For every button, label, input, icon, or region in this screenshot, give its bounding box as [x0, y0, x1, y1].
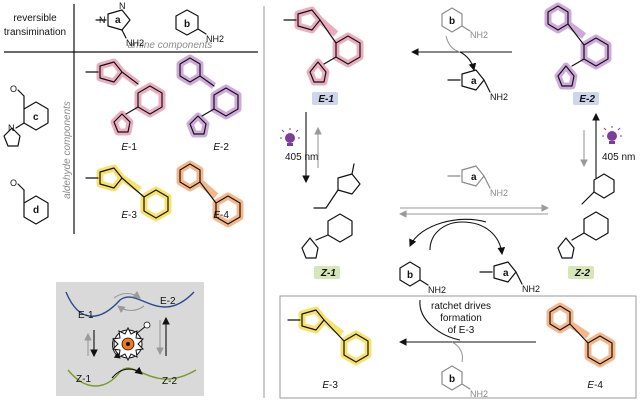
scheme-z1-label-highlight [314, 266, 340, 279]
top-amine-a-nh2: NH2 [490, 92, 508, 102]
energy-z2-label: Z-2 [162, 376, 177, 387]
product-e3-prefix: E [121, 210, 128, 221]
right-bulb-icon [602, 126, 622, 144]
ratchet-curve [419, 299, 461, 341]
ratchet-text-line2: formation [440, 313, 482, 324]
top-amine-b-nh2: NH2 [470, 30, 488, 40]
ratchet-text-line3: of E-3 [448, 325, 475, 336]
amine-a-nh2: NH2 [126, 38, 144, 48]
right-light-label: 405 nm [602, 152, 635, 163]
product-e2-highlight [176, 54, 242, 138]
scheme-e1-prefix: E [318, 94, 325, 105]
scheme-e3-prefix: E [322, 380, 329, 391]
scheme-z2: Z -2 [557, 173, 615, 279]
scheme-z1-num: -1 [327, 268, 336, 279]
amine-a-n1: N [99, 15, 106, 25]
corner-label-line1: reversible [13, 13, 57, 24]
scheme-e3: E -3 [287, 306, 372, 391]
mid-amine-a-letter: a [471, 172, 477, 183]
left-photo-step: 405 nm [280, 112, 322, 184]
product-e1-num: -1 [128, 142, 137, 153]
aldehyde-c-letter: c [33, 112, 39, 123]
box-amine-b-nh2: NH2 [470, 389, 488, 399]
aldehyde-d-o: O [10, 178, 17, 188]
bottom-exchange-box [279, 295, 637, 399]
product-e2-prefix: E [213, 142, 220, 153]
left-bulb-icon [280, 128, 300, 146]
amine-a-structure: N N a NH2 [95, 1, 144, 48]
transimination-table: reversible transimination amine componen… [3, 1, 258, 234]
middle-exchange: a NH2 [398, 165, 550, 256]
product-e2: E -2 [176, 54, 242, 153]
top-exchange: b NH2 a NH2 [410, 7, 512, 102]
aldehyde-c-n: N [8, 123, 15, 133]
energy-e2-label: E-2 [160, 296, 176, 307]
product-e4: E -4 [176, 160, 244, 228]
scheme-e2-prefix: E [579, 94, 586, 105]
scheme-e4-num: -4 [594, 380, 603, 391]
box-amine-b-letter: b [449, 374, 455, 385]
product-e1-highlight [96, 58, 166, 136]
aldehyde-c-o: O [10, 84, 17, 94]
ratchet-cycle-arrow-right [429, 221, 506, 256]
amine-a-n2: N [119, 1, 126, 11]
lower-well-curve [67, 367, 197, 387]
scheme-e1-num: -1 [325, 94, 334, 105]
bottom-amine-a-nh2: NH2 [522, 284, 540, 294]
energy-e1-e2-arrow [113, 290, 141, 299]
scheme-z1: Z -1 [301, 163, 361, 279]
bottom-amine-b-nh2: NH2 [428, 285, 446, 295]
scheme-z2-prefix: Z [574, 268, 582, 279]
upper-well-curve [65, 291, 195, 317]
scheme-e4-prefix: E [587, 380, 594, 391]
product-e3-num: -3 [128, 210, 137, 221]
product-e1-prefix: E [121, 142, 128, 153]
scheme-e3-num: -3 [329, 380, 338, 391]
product-e1: E -1 [85, 58, 166, 153]
scheme-e1-label-highlight [312, 92, 338, 105]
ratchet-wheel-icon [111, 321, 151, 362]
amine-b-letter: b [184, 19, 190, 30]
energy-landscape-panel: E-1 E-2 Z-1 Z-2 [56, 282, 204, 396]
scheme-z1-prefix: Z [320, 268, 328, 279]
product-e4-prefix: E [213, 210, 220, 221]
scheme-e2-num: -2 [586, 94, 595, 105]
right-photo-step: 405 nm [580, 112, 635, 178]
amine-b-structure: b NH2 [175, 9, 224, 44]
energy-z1-z2-arrow [111, 366, 143, 379]
ratchet-text-line1: ratchet drives [431, 301, 491, 312]
product-e3: E -3 [85, 164, 172, 222]
energy-e1-label: E-1 [78, 310, 94, 321]
aldehyde-d-letter: d [33, 205, 39, 216]
scheme-e1: E -1 [283, 6, 364, 105]
top-amine-b-letter: b [449, 16, 455, 27]
scheme-e2-label-highlight [573, 92, 599, 105]
bottom-amine-a-letter: a [503, 268, 509, 279]
amine-b-nh2: NH2 [206, 34, 224, 44]
scheme-e4: E -4 [546, 302, 616, 391]
reaction-scheme: E -1 E -2 b NH2 [279, 2, 637, 399]
top-amine-a-letter: a [471, 76, 477, 87]
bottom-cycle-amines: b NH2 a NH2 [399, 261, 540, 295]
product-e2-num: -2 [220, 142, 229, 153]
amine-components-label: amine components [128, 40, 213, 51]
product-e4-highlight [176, 160, 244, 228]
ratchet-cycle-arrow-left [409, 218, 487, 248]
aldehyde-c-structure: O N c [3, 84, 49, 147]
scheme-e2: E -2 [544, 2, 612, 105]
product-e4-num: -4 [220, 210, 229, 221]
energy-e2-e1-arrow [117, 305, 145, 314]
scheme-z2-num: -2 [581, 268, 590, 279]
corner-label-line2: transimination [4, 27, 66, 38]
aldehyde-components-label: aldehyde components [62, 101, 73, 199]
mid-amine-a-nh2: NH2 [490, 188, 508, 198]
scheme-z2-label-highlight [568, 266, 594, 279]
amine-a-letter: a [115, 15, 121, 26]
left-light-label: 405 nm [285, 152, 318, 163]
energy-z1-label: Z-1 [76, 374, 91, 385]
aldehyde-d-structure: O d [10, 178, 49, 225]
bottom-amine-b-letter: b [407, 270, 413, 281]
